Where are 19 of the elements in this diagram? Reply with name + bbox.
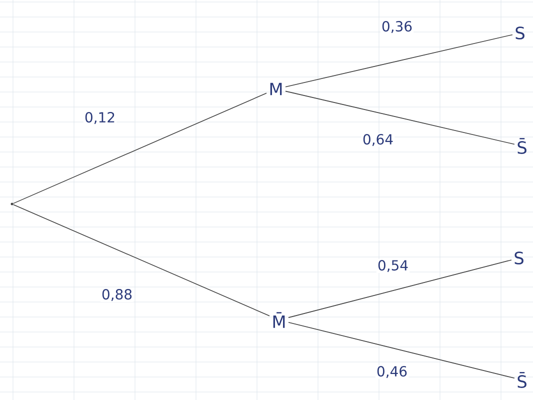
probability-label: 0,46 [375, 365, 409, 379]
probability-label: 0,64 [361, 133, 395, 147]
branch-line [288, 322, 515, 379]
probability-label: 0,12 [83, 111, 117, 125]
branch-line [12, 92, 267, 204]
outcome-label: S̄ [518, 372, 526, 388]
branch-line [285, 34, 513, 88]
outcome-label: S [514, 252, 524, 264]
probability-label: 0,88 [100, 288, 134, 302]
branch-point [10, 202, 14, 206]
branch-line [285, 90, 515, 145]
outcome-label: S̄ [518, 138, 526, 154]
probability-label: 0,54 [376, 259, 410, 273]
outcome-label: M [270, 82, 282, 96]
probability-label: 0,36 [380, 20, 414, 34]
outcome-label: S [516, 26, 524, 40]
outcome-label: M̄ [273, 312, 285, 328]
branch-line [288, 260, 512, 318]
branch-line [12, 204, 270, 316]
